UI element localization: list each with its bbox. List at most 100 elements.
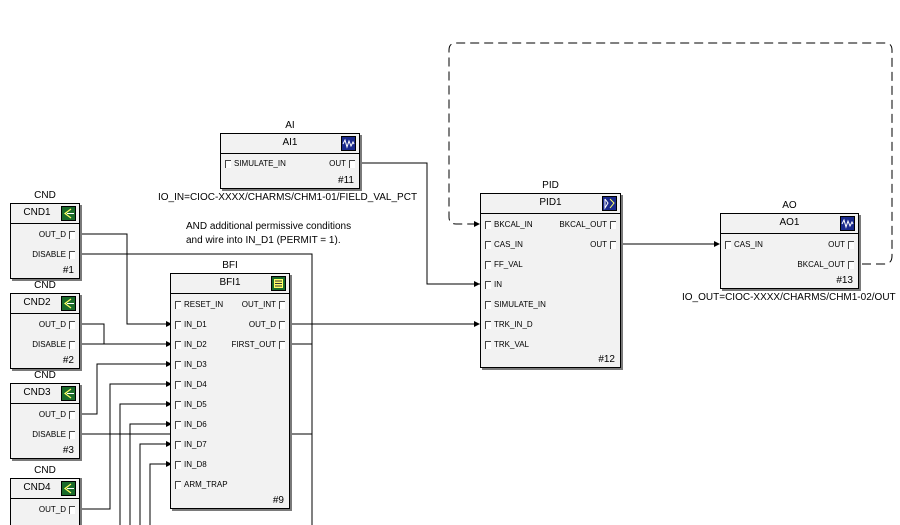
block-number: #13 — [836, 275, 853, 286]
block-type-label: CND — [34, 370, 56, 381]
ao-block[interactable]: AO AO1 CAS_IN OUT BKCAL_OUT #13 — [720, 200, 859, 289]
arrow-pid-bkcal-in — [474, 221, 480, 227]
pin-out-d[interactable]: OUT_D — [249, 320, 286, 330]
block-header: CND4 — [11, 479, 79, 499]
block-body: PID1 BKCAL_IN CAS_IN FF_VAL IN SIMULATE_… — [480, 193, 621, 368]
ai-io-label: IO_IN=CIOC-XXXX/CHARMS/CHM1-01/FIELD_VAL… — [158, 192, 418, 203]
pin-bkcal-out[interactable]: BKCAL_OUT — [559, 220, 616, 230]
pin-disable[interactable]: DISABLE — [32, 430, 75, 440]
pin-reset-in[interactable]: RESET_IN — [175, 300, 223, 310]
wire-cnd4-out-to-bfi-in-d4 — [80, 383, 170, 510]
arrow-ao-cas-in — [714, 241, 720, 247]
pin-in-d8[interactable]: IN_D8 — [175, 460, 207, 470]
cnd1-block[interactable]: CND CND1 OUT_D DISABLE #1 — [10, 190, 80, 279]
wire-cnd2-out-to-bfi-in-d2 — [80, 323, 170, 345]
arrow-bfi-in-d8 — [166, 461, 172, 467]
block-header: CND1 — [11, 204, 79, 224]
block-number: #12 — [598, 354, 615, 365]
arrow-pid-trk-in-d — [474, 321, 480, 327]
cnd3-block[interactable]: CND CND3 OUT_D DISABLE #3 — [10, 370, 80, 459]
cnd2-block[interactable]: CND CND2 OUT_D DISABLE #2 — [10, 280, 80, 369]
pin-in-d4[interactable]: IN_D4 — [175, 380, 207, 390]
pin-in-d3[interactable]: IN_D3 — [175, 360, 207, 370]
pin-simulate-in[interactable]: SIMULATE_IN — [225, 159, 286, 169]
condition-icon — [61, 296, 76, 311]
pin-cas-in[interactable]: CAS_IN — [725, 240, 763, 250]
wire-bfi-in-d8 — [149, 463, 170, 525]
block-name: CND4 — [23, 482, 51, 493]
pin-out[interactable]: OUT — [329, 159, 355, 169]
pin-ff-val[interactable]: FF_VAL — [485, 260, 523, 270]
pin-bkcal-out[interactable]: BKCAL_OUT — [797, 260, 854, 270]
block-body: CND2 OUT_D DISABLE #2 — [10, 293, 80, 369]
block-number: #11 — [338, 175, 354, 186]
bfi-block[interactable]: BFI BFI1 RESET_IN IN_D1 IN_D2 IN_D3 IN_D… — [170, 260, 290, 509]
annotation-line-2: and wire into IN_D1 (PERMIT = 1). — [186, 235, 341, 246]
block-type-label: CND — [34, 190, 56, 201]
waveform-icon — [341, 136, 356, 151]
pin-out-int[interactable]: OUT_INT — [242, 300, 286, 310]
pin-simulate-in[interactable]: SIMULATE_IN — [485, 300, 546, 310]
condition-icon — [61, 206, 76, 221]
block-number: #2 — [62, 355, 74, 366]
block-header: AI1 — [221, 134, 359, 154]
cnd4-block[interactable]: CND CND4 OUT_D — [10, 465, 80, 525]
pid-icon — [602, 196, 617, 211]
pin-in-d7[interactable]: IN_D7 — [175, 440, 207, 450]
block-name: BFI1 — [219, 277, 241, 288]
pin-out[interactable]: OUT — [828, 240, 854, 250]
arrow-pid-in — [474, 281, 480, 287]
arrow-bfi-in-d1 — [166, 321, 172, 327]
wire-bfi-in-d5 — [119, 403, 170, 525]
arrow-bfi-in-d7 — [166, 441, 172, 447]
pin-out-d[interactable]: OUT_D — [39, 505, 76, 515]
pin-in-d1[interactable]: IN_D1 — [175, 320, 207, 330]
pid-block[interactable]: PID PID1 BKCAL_IN CAS_IN FF_VAL IN SIMUL… — [480, 180, 621, 368]
pin-bkcal-in[interactable]: BKCAL_IN — [485, 220, 533, 230]
pin-in-d2[interactable]: IN_D2 — [175, 340, 207, 350]
pin-trk-val[interactable]: TRK_VAL — [485, 340, 529, 350]
ai-block[interactable]: AI AI1 SIMULATE_IN OUT #11 — [220, 120, 360, 189]
pin-in[interactable]: IN — [485, 280, 502, 290]
pin-first-out[interactable]: FIRST_OUT — [232, 340, 286, 350]
bfi-icon — [271, 276, 286, 291]
pin-out-d[interactable]: OUT_D — [39, 230, 76, 240]
pin-disable[interactable]: DISABLE — [32, 340, 75, 350]
ao-io-label: IO_OUT=CIOC-XXXX/CHARMS/CHM1-02/OUT — [682, 292, 896, 303]
arrow-bfi-in-d4 — [166, 381, 172, 387]
wire-bfi-in-d6 — [129, 423, 170, 525]
pin-out-d[interactable]: OUT_D — [39, 410, 76, 420]
wire-bfi-in-d7 — [139, 443, 170, 525]
block-type-label: PID — [542, 180, 559, 191]
pin-disable[interactable]: DISABLE — [32, 250, 75, 260]
block-name: CND1 — [23, 207, 51, 218]
pin-out-d[interactable]: OUT_D — [39, 320, 76, 330]
block-name: CND3 — [23, 387, 51, 398]
block-name: PID1 — [539, 197, 562, 208]
pin-out[interactable]: OUT — [590, 240, 616, 250]
block-type-label: AI — [285, 120, 295, 131]
arrow-bfi-in-d2 — [166, 341, 172, 347]
pin-trk-in-d[interactable]: TRK_IN_D — [485, 320, 533, 330]
pin-in-d5[interactable]: IN_D5 — [175, 400, 207, 410]
block-body: AI1 SIMULATE_IN OUT #11 — [220, 133, 360, 189]
condition-icon — [61, 481, 76, 496]
arrow-bfi-in-d6 — [166, 421, 172, 427]
pin-in-d6[interactable]: IN_D6 — [175, 420, 207, 430]
pin-cas-in[interactable]: CAS_IN — [485, 240, 523, 250]
arrow-bfi-in-d3 — [166, 361, 172, 367]
block-name: CND2 — [23, 297, 51, 308]
pin-arm-trap[interactable]: ARM_TRAP — [175, 480, 228, 490]
condition-icon — [61, 386, 76, 401]
block-type-label: CND — [34, 280, 56, 291]
block-name: AO1 — [779, 217, 800, 228]
block-type-label: AO — [782, 200, 797, 211]
annotation-line-1: AND additional permissive conditions — [186, 221, 352, 232]
block-body: CND3 OUT_D DISABLE #3 — [10, 383, 80, 459]
waveform-icon — [840, 216, 855, 231]
arrow-bfi-in-d5 — [166, 401, 172, 407]
block-header: BFI1 — [171, 274, 289, 294]
wire-cnd1-disable — [80, 253, 313, 525]
block-type-label: CND — [34, 465, 56, 476]
